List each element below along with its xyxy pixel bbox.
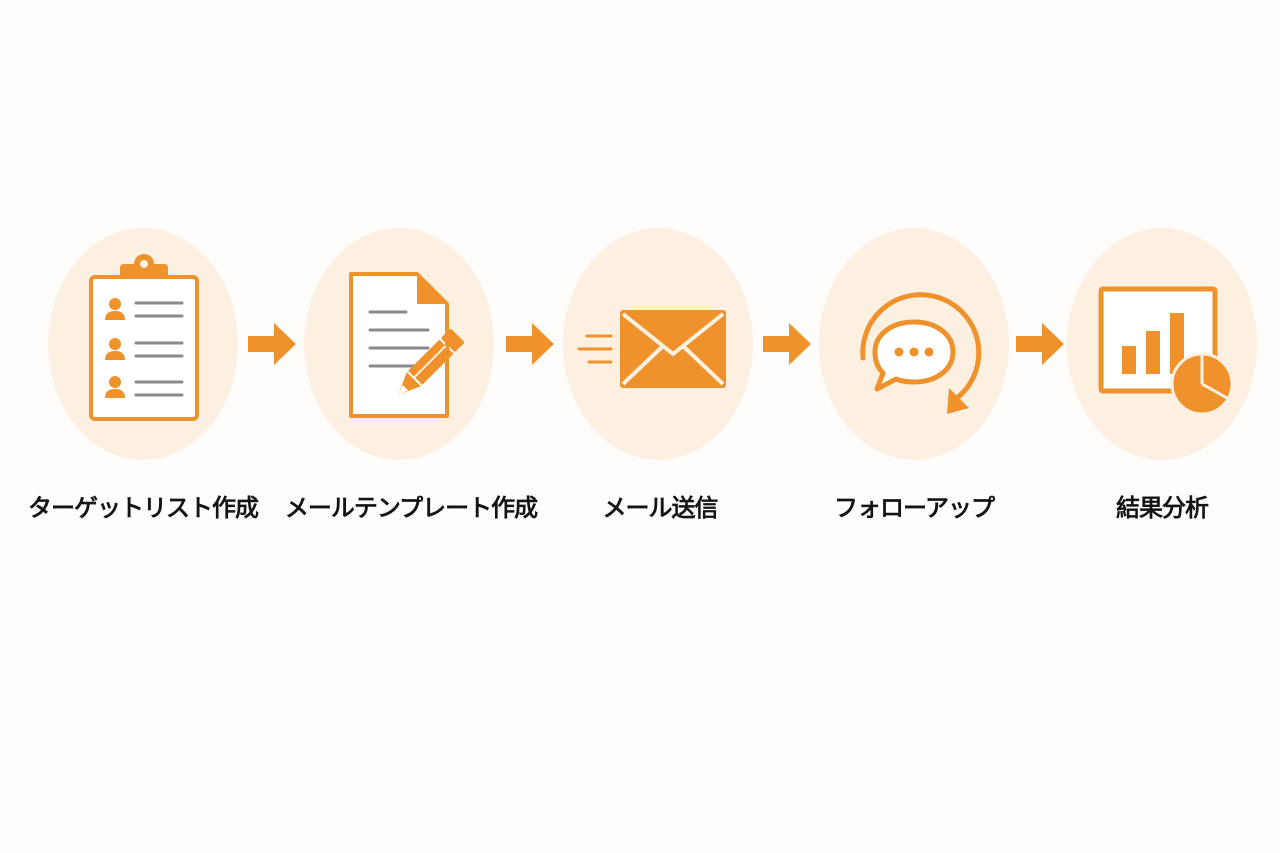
step-label-follow-up: フォローアップ — [833, 494, 995, 522]
envelope-send-icon — [577, 310, 726, 388]
step-3-circle — [563, 228, 753, 460]
step-label-target-list: ターゲットリスト作成 — [28, 494, 259, 522]
step-1-circle — [48, 228, 238, 460]
step-4-circle — [819, 228, 1009, 460]
chart-analysis-icon — [1098, 286, 1234, 416]
clipboard-list-icon — [89, 254, 199, 421]
step-label-template: メールテンプレート作成 — [284, 494, 538, 522]
document-pencil-icon — [349, 272, 464, 418]
arrow-right-icon — [248, 323, 296, 365]
step-2-circle — [304, 228, 494, 460]
chat-cycle-icon — [860, 292, 982, 414]
step-5-circle — [1067, 228, 1257, 460]
step-label-send: メール送信 — [602, 494, 719, 522]
arrow-right-icon — [506, 323, 554, 365]
arrow-right-icon — [1016, 323, 1064, 365]
step-label-analysis: 結果分析 — [1116, 494, 1209, 522]
arrow-right-icon — [763, 323, 811, 365]
